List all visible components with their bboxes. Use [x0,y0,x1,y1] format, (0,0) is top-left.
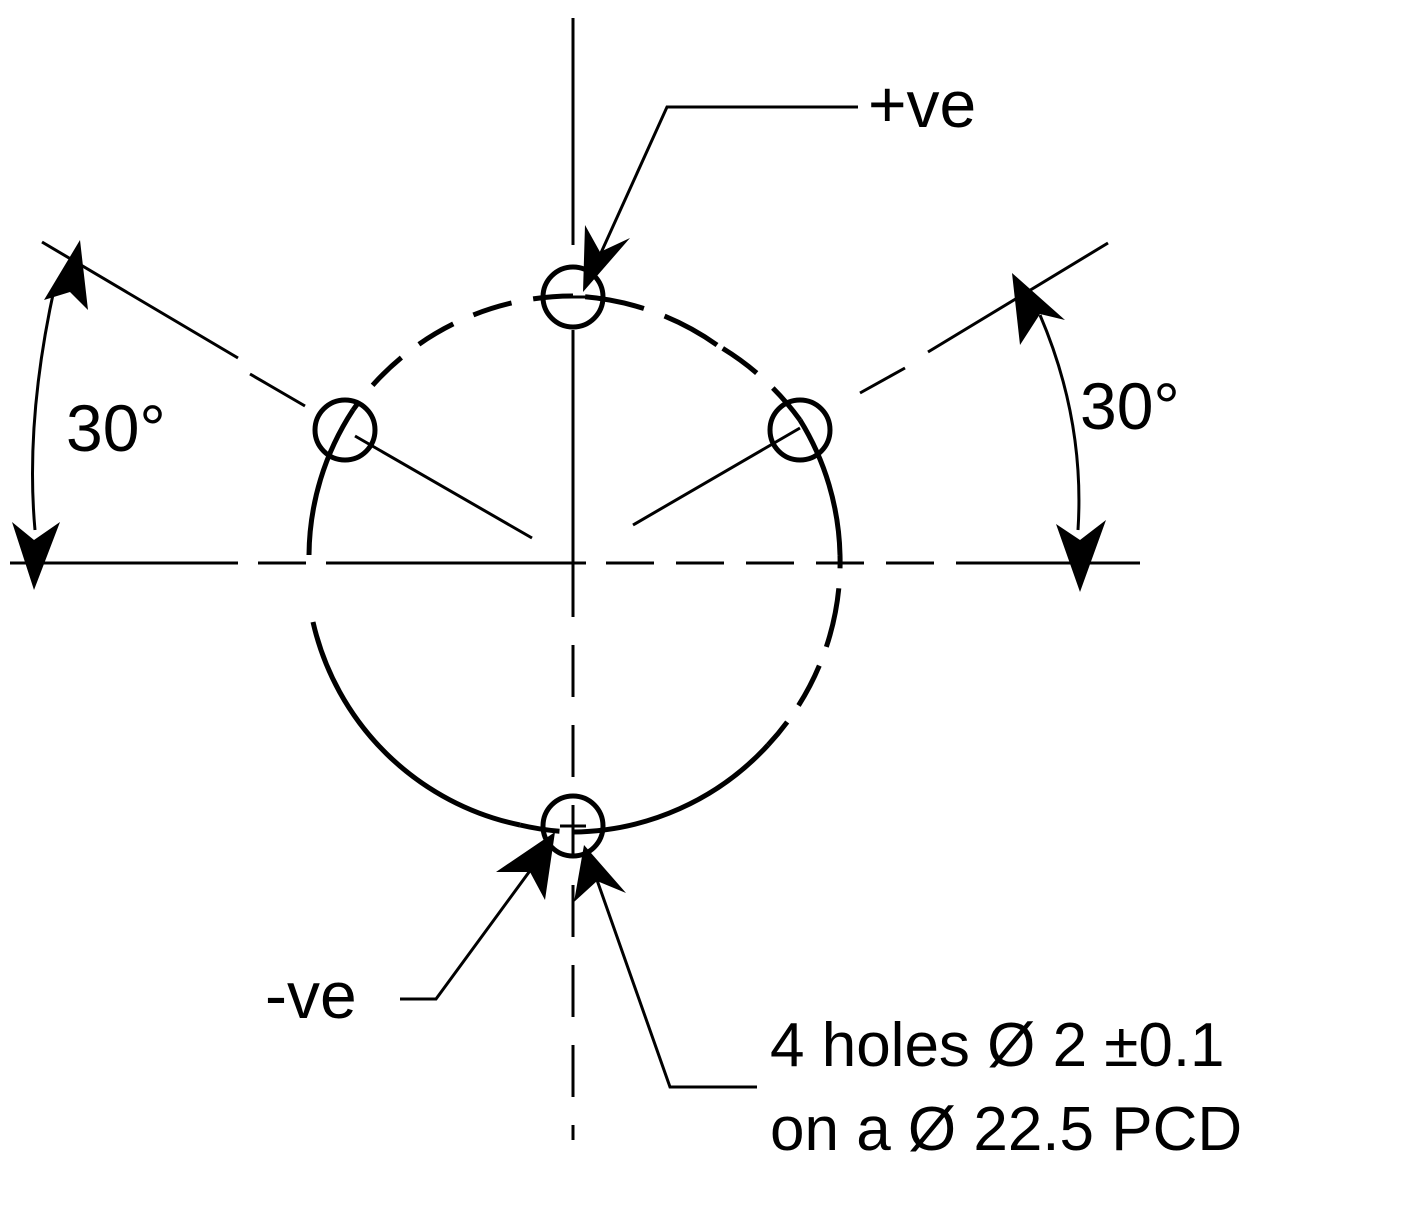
right-angle-line [632,241,1109,527]
hole-left [312,397,378,463]
positive-terminal-label: +ve [868,67,976,141]
right-arc-arrowhead-bottom [1056,520,1106,592]
right-angle-label: 30° [1080,369,1180,443]
negative-terminal-label: -ve [265,958,357,1032]
holes-spec-line2: on a Ø 22.5 PCD [770,1095,1242,1164]
hole-top [540,264,606,330]
negative-leader-arrowhead [496,832,555,900]
left-angle-line [41,240,533,540]
right-angle-arc [1038,314,1081,531]
left-angle-label: 30° [66,391,166,465]
holes-callout-arrowhead [574,845,626,902]
left-arc-arrowhead-bottom [12,522,60,590]
pitch-circle [306,293,843,835]
holes-spec-line1: 4 holes Ø 2 ±0.1 [770,1011,1225,1080]
left-arc-arrowhead-top [44,240,88,310]
positive-leader [598,105,858,256]
holes-callout-leader [595,879,757,1089]
hole-bottom [540,793,606,859]
left-angle-arc [31,284,57,531]
hole-right [767,397,833,463]
negative-leader [400,867,534,1001]
positive-leader-arrowhead [583,225,630,292]
right-arc-arrowhead-top [1012,273,1065,345]
